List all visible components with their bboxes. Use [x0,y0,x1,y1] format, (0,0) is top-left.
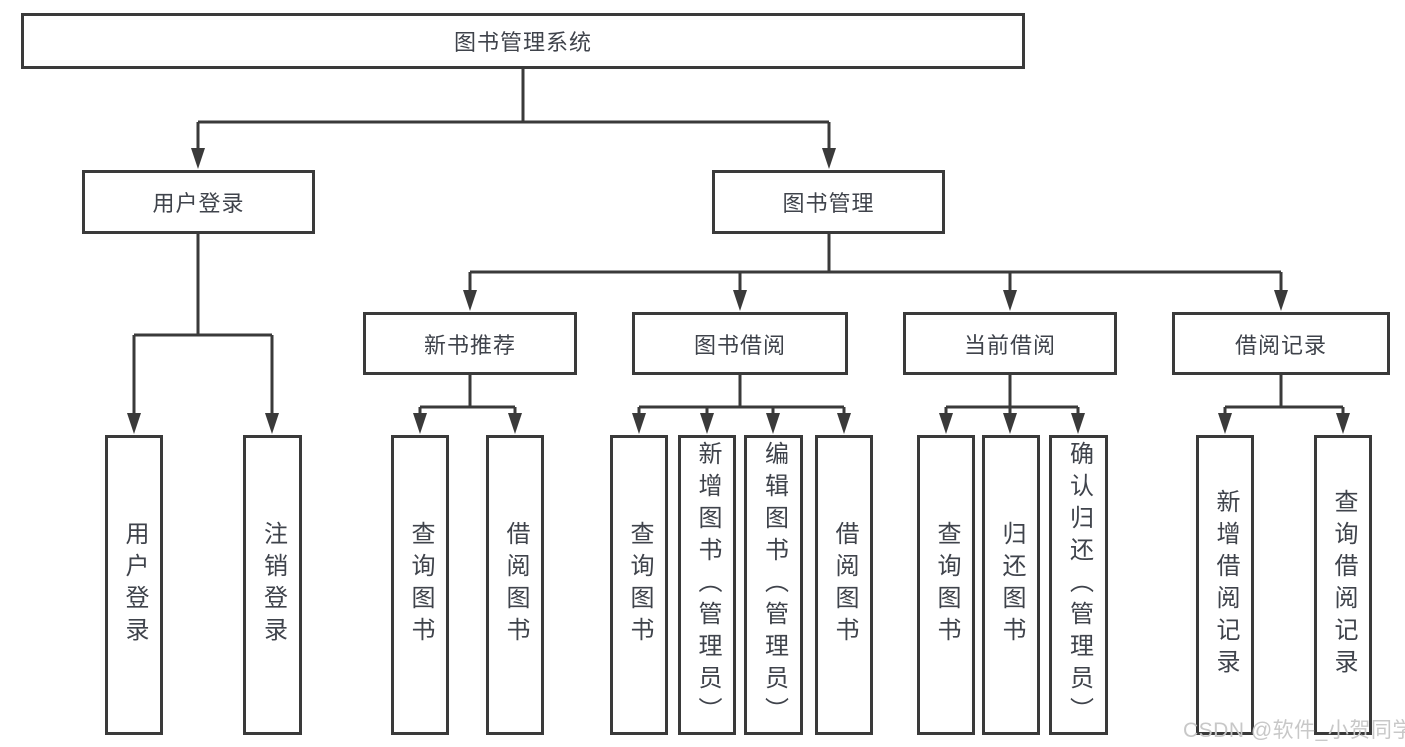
node-new-book-recommend: 新书推荐 [363,312,577,375]
node-book-borrow: 图书借阅 [632,312,848,375]
node-book-management: 图书管理 [712,170,945,234]
leaf-return-books: 归还图书 [982,435,1040,735]
leaf-add-books-admin: 新增图书（管理员） [678,435,736,735]
leaf-user-login: 用户登录 [105,435,163,735]
leaf-borrow-books: 借阅图书 [815,435,873,735]
node-user-login: 用户登录 [82,170,315,234]
leaf-add-borrow-record: 新增借阅记录 [1196,435,1254,735]
node-root-library-system: 图书管理系统 [21,13,1025,69]
node-borrow-records: 借阅记录 [1172,312,1390,375]
leaf-borrow-books-recommend: 借阅图书 [486,435,544,735]
watermark: CSDN @软件_小贺同学 [1183,719,1405,742]
leaf-confirm-return-admin: 确认归还（管理员） [1049,435,1108,735]
leaf-query-borrow-record: 查询借阅记录 [1314,435,1372,735]
leaf-query-books-borrow: 查询图书 [610,435,668,735]
leaf-edit-books-admin: 编辑图书（管理员） [744,435,803,735]
leaf-query-books-current: 查询图书 [917,435,975,735]
leaf-query-books-recommend: 查询图书 [391,435,449,735]
node-current-borrow: 当前借阅 [903,312,1117,375]
leaf-logout: 注销登录 [243,435,302,735]
